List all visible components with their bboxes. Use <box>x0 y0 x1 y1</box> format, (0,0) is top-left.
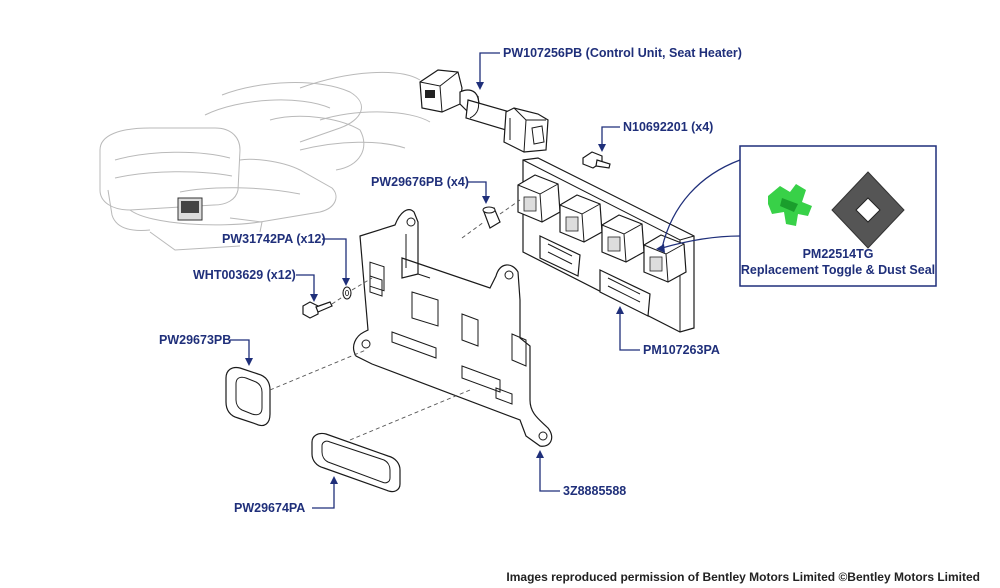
label-bezel-small: PW29673PB <box>159 333 231 347</box>
label-control-unit: PW107256PB (Control Unit, Seat Heater) <box>503 46 742 60</box>
leader-lines <box>230 52 640 509</box>
callout-description: Replacement Toggle & Dust Seal <box>741 263 935 277</box>
bezel-pw29673pb[interactable] <box>225 349 367 427</box>
bezel-pw29674pa[interactable] <box>311 389 471 493</box>
label-washer: WHT003629 (x12) <box>193 268 296 282</box>
washer-wht003629[interactable] <box>342 286 352 300</box>
bracket-3z8885588[interactable] <box>352 209 553 447</box>
dust-seal-icon <box>831 171 905 249</box>
label-spacer: PW29676PB (x4) <box>371 175 469 189</box>
screw-wht003629[interactable] <box>302 301 333 319</box>
callout-box <box>656 145 937 287</box>
callout-part-number: PM22514TG <box>803 247 874 261</box>
spacer-pw29676pb[interactable] <box>461 199 521 239</box>
copyright-credit: Images reproduced permission of Bentley … <box>506 570 980 584</box>
label-nut: PW31742PA (x12) <box>222 232 326 246</box>
screw-n10692201[interactable] <box>582 151 611 169</box>
label-bezel-large: PW29674PA <box>234 501 305 515</box>
label-screw-n10692201: N10692201 (x4) <box>623 120 713 134</box>
toggle-icon <box>768 184 812 226</box>
control-unit-seat-heater[interactable] <box>419 69 549 153</box>
seat-illustration <box>99 71 431 251</box>
switch-pack-pm107263pa[interactable] <box>517 157 695 333</box>
label-switch-pack: PM107263PA <box>643 343 720 357</box>
label-bracket: 3Z8885588 <box>563 484 626 498</box>
